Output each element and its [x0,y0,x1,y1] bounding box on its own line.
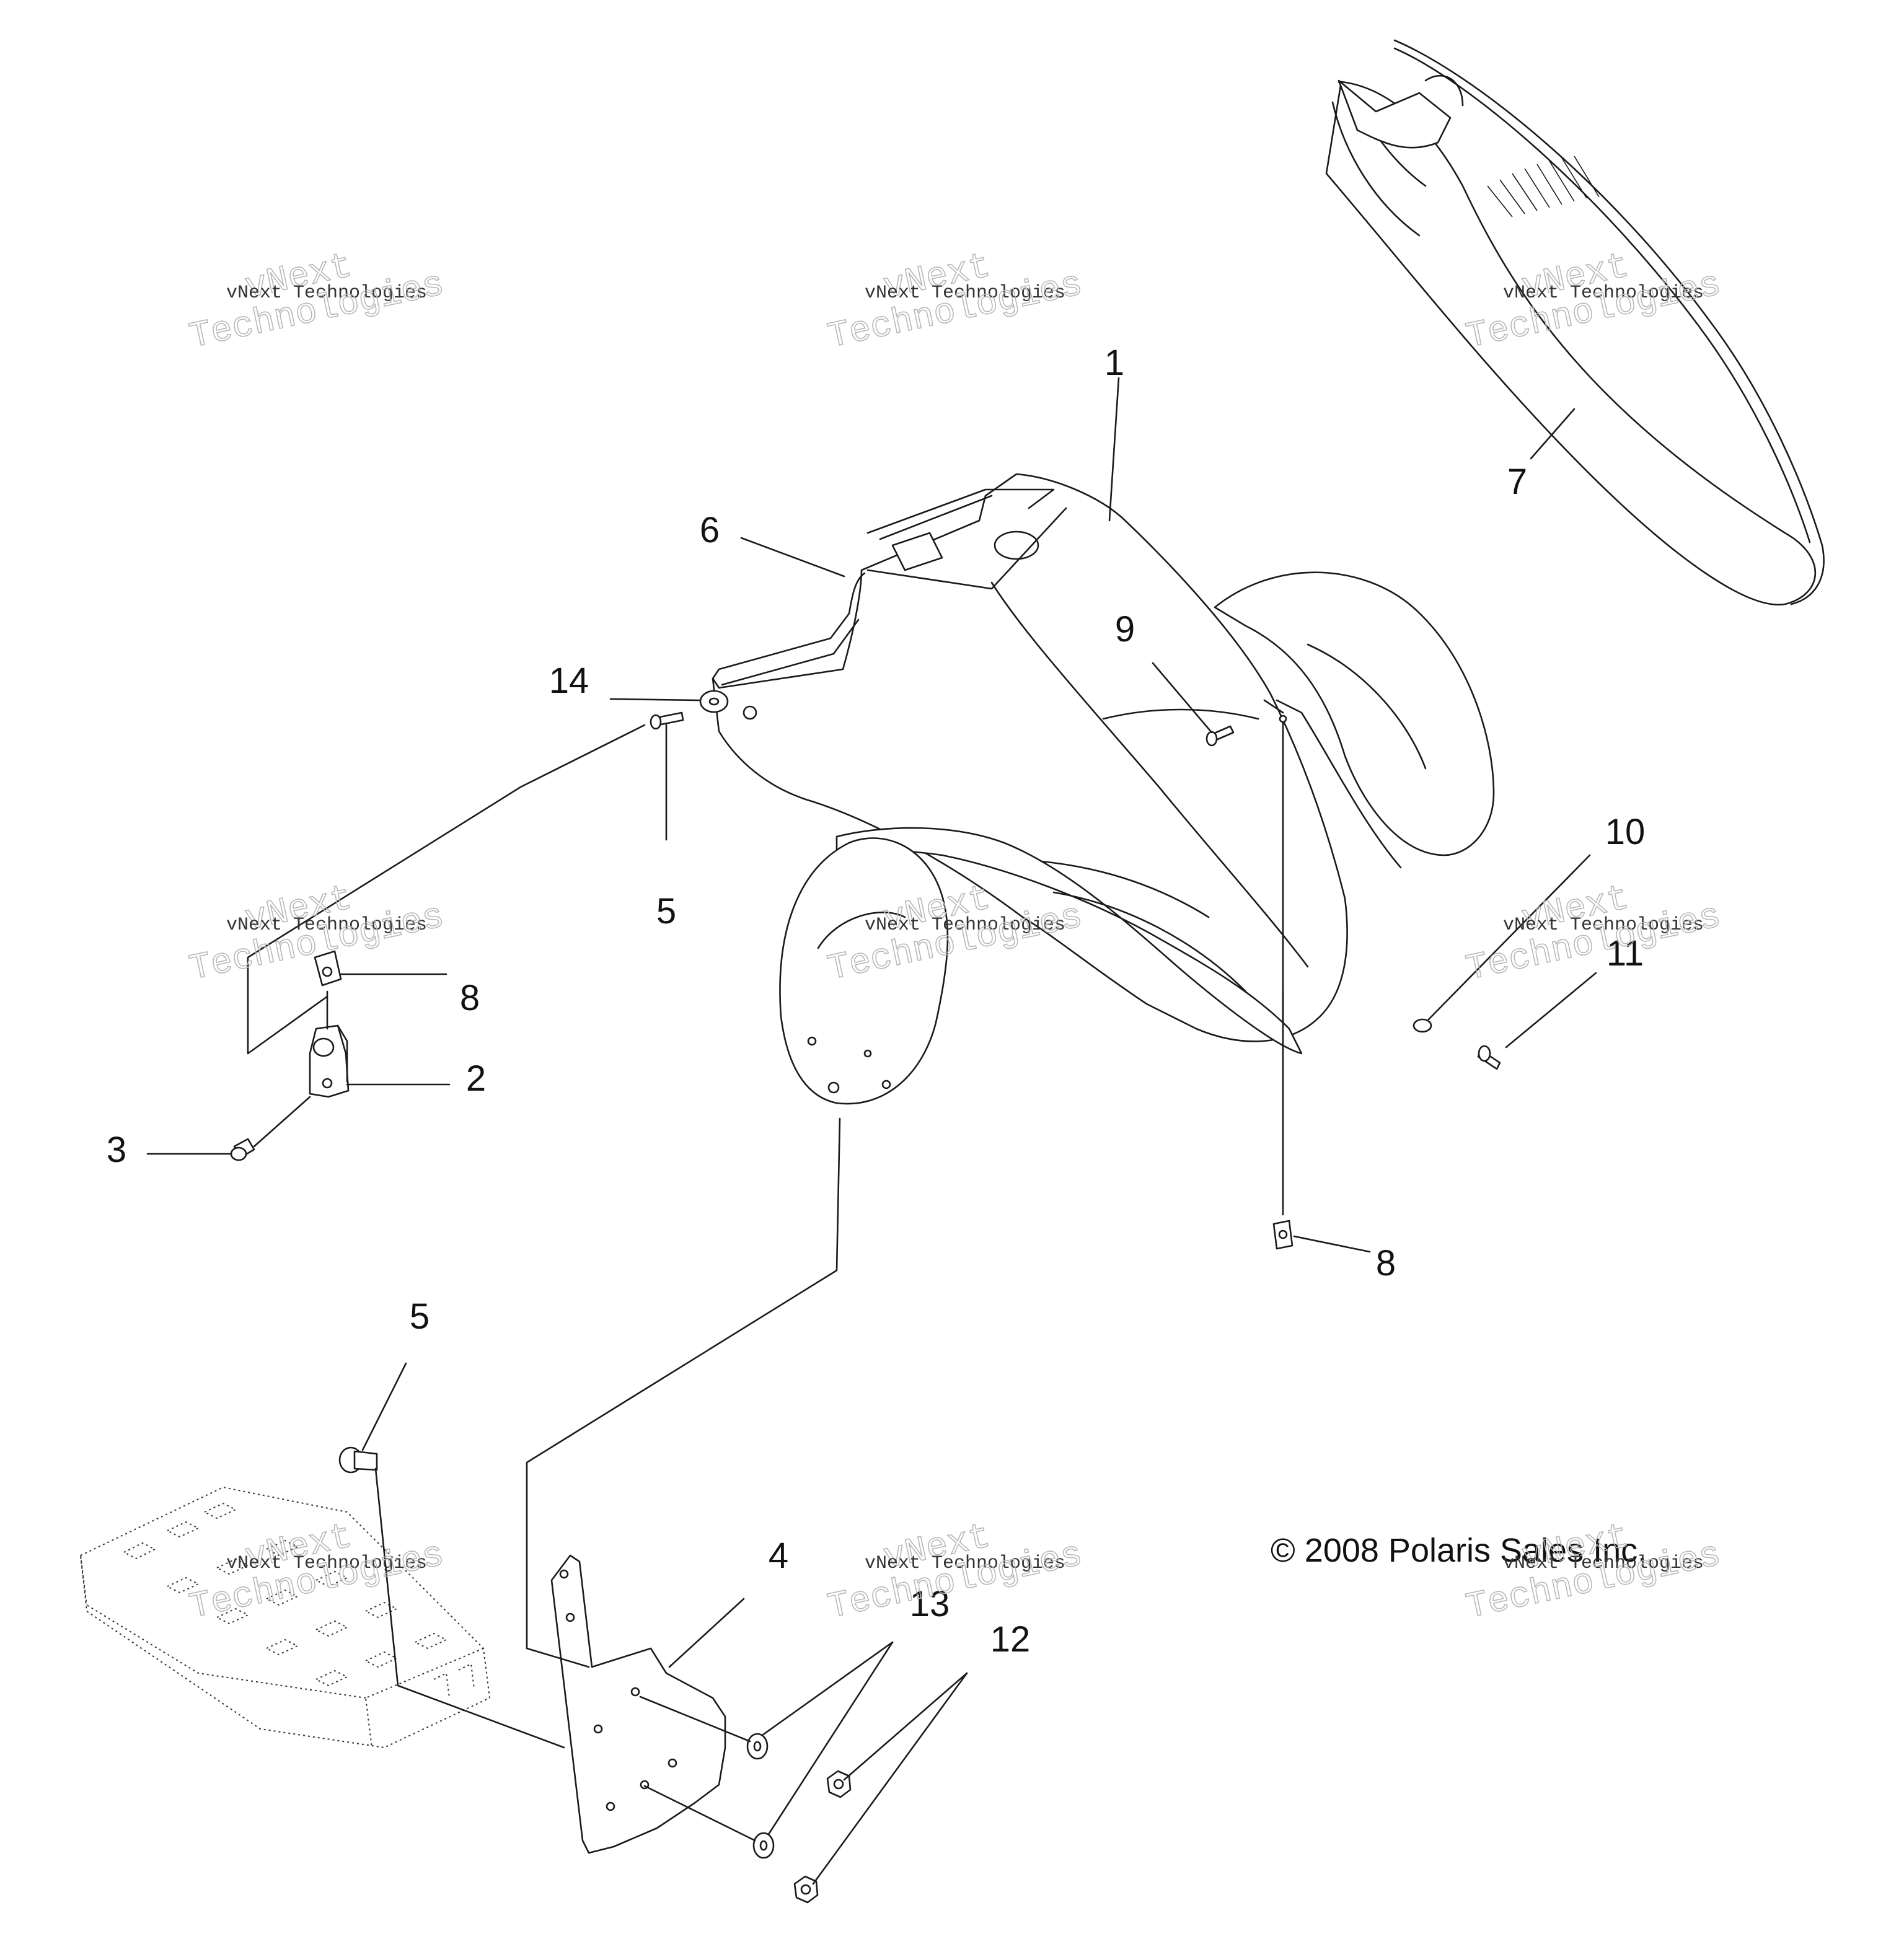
part-13-washer-lower [752,1832,775,1859]
part-9-screw [1205,715,1287,747]
callout-11: 11 [1606,933,1644,974]
part-1-front-fender [712,473,1495,1105]
watermark-text: vNext Technologies [1503,1553,1704,1574]
watermark: vNext vNext Technologies Technologies [185,246,448,358]
watermark-text: vNext Technologies [1503,915,1704,936]
watermark-text: vNext Technologies [865,283,1065,304]
watermark-text: vNext Technologies [226,1553,427,1574]
callout-13: 13 [910,1584,950,1624]
callout-5-upper: 5 [656,891,676,931]
part-8-nut-clip-left [314,950,342,987]
part-14-washer [699,690,729,713]
part-8-nut-clip-right [1272,1220,1294,1250]
watermark: vNext vNext Technologies Technologies [1462,878,1725,990]
part-2-bracket [309,1024,350,1098]
callout-labels: 1 7 6 9 14 5 10 11 8 2 3 8 5 4 13 12 [107,343,1645,1660]
callout-7: 7 [1507,462,1527,502]
copyright-notice: © 2008 Polaris Sales Inc. [1271,1532,1647,1569]
part-3-screw [230,1138,255,1161]
watermarks: vNext vNext Technologies Technologies vN… [185,246,1725,1629]
part-11-screw [1477,1045,1501,1070]
callout-9: 9 [1115,609,1135,649]
callout-3: 3 [107,1130,126,1170]
callout-1: 1 [1104,343,1124,383]
watermark-text: vNext Technologies [226,915,427,936]
leader-lines [146,377,1597,1885]
callout-8-right: 8 [1376,1243,1396,1283]
watermark-text: vNext Technologies [865,1553,1065,1574]
part-7-seat-cover [1325,39,1825,606]
watermark: vNext vNext Technologies Technologies [824,246,1086,358]
callout-12: 12 [990,1619,1031,1660]
part-13-washer-upper [746,1733,769,1760]
callout-2: 2 [466,1058,486,1099]
part-12-nut-upper [826,1770,852,1798]
part-5-bolt-lower [338,1446,378,1474]
callout-5-lower: 5 [410,1296,430,1337]
watermark: vNext vNext Technologies Technologies [185,1516,448,1629]
callout-6: 6 [700,510,720,550]
callout-10: 10 [1605,812,1646,852]
watermark: vNext vNext Technologies Technologies [185,878,448,990]
callout-4: 4 [769,1536,788,1576]
footrest-reference [79,1486,491,1749]
callout-14: 14 [549,661,589,701]
part-5-bolt-upper [650,711,684,730]
watermark-text: vNext Technologies [1503,283,1704,304]
watermark-text: vNext Technologies [865,915,1065,936]
watermark-text: vNext Technologies [226,283,427,304]
part-12-nut-lower [793,1875,819,1904]
callout-8-left: 8 [460,978,480,1018]
part-4-mud-flap [550,1554,726,1854]
watermark: vNext vNext Technologies Technologies [824,1516,1086,1629]
